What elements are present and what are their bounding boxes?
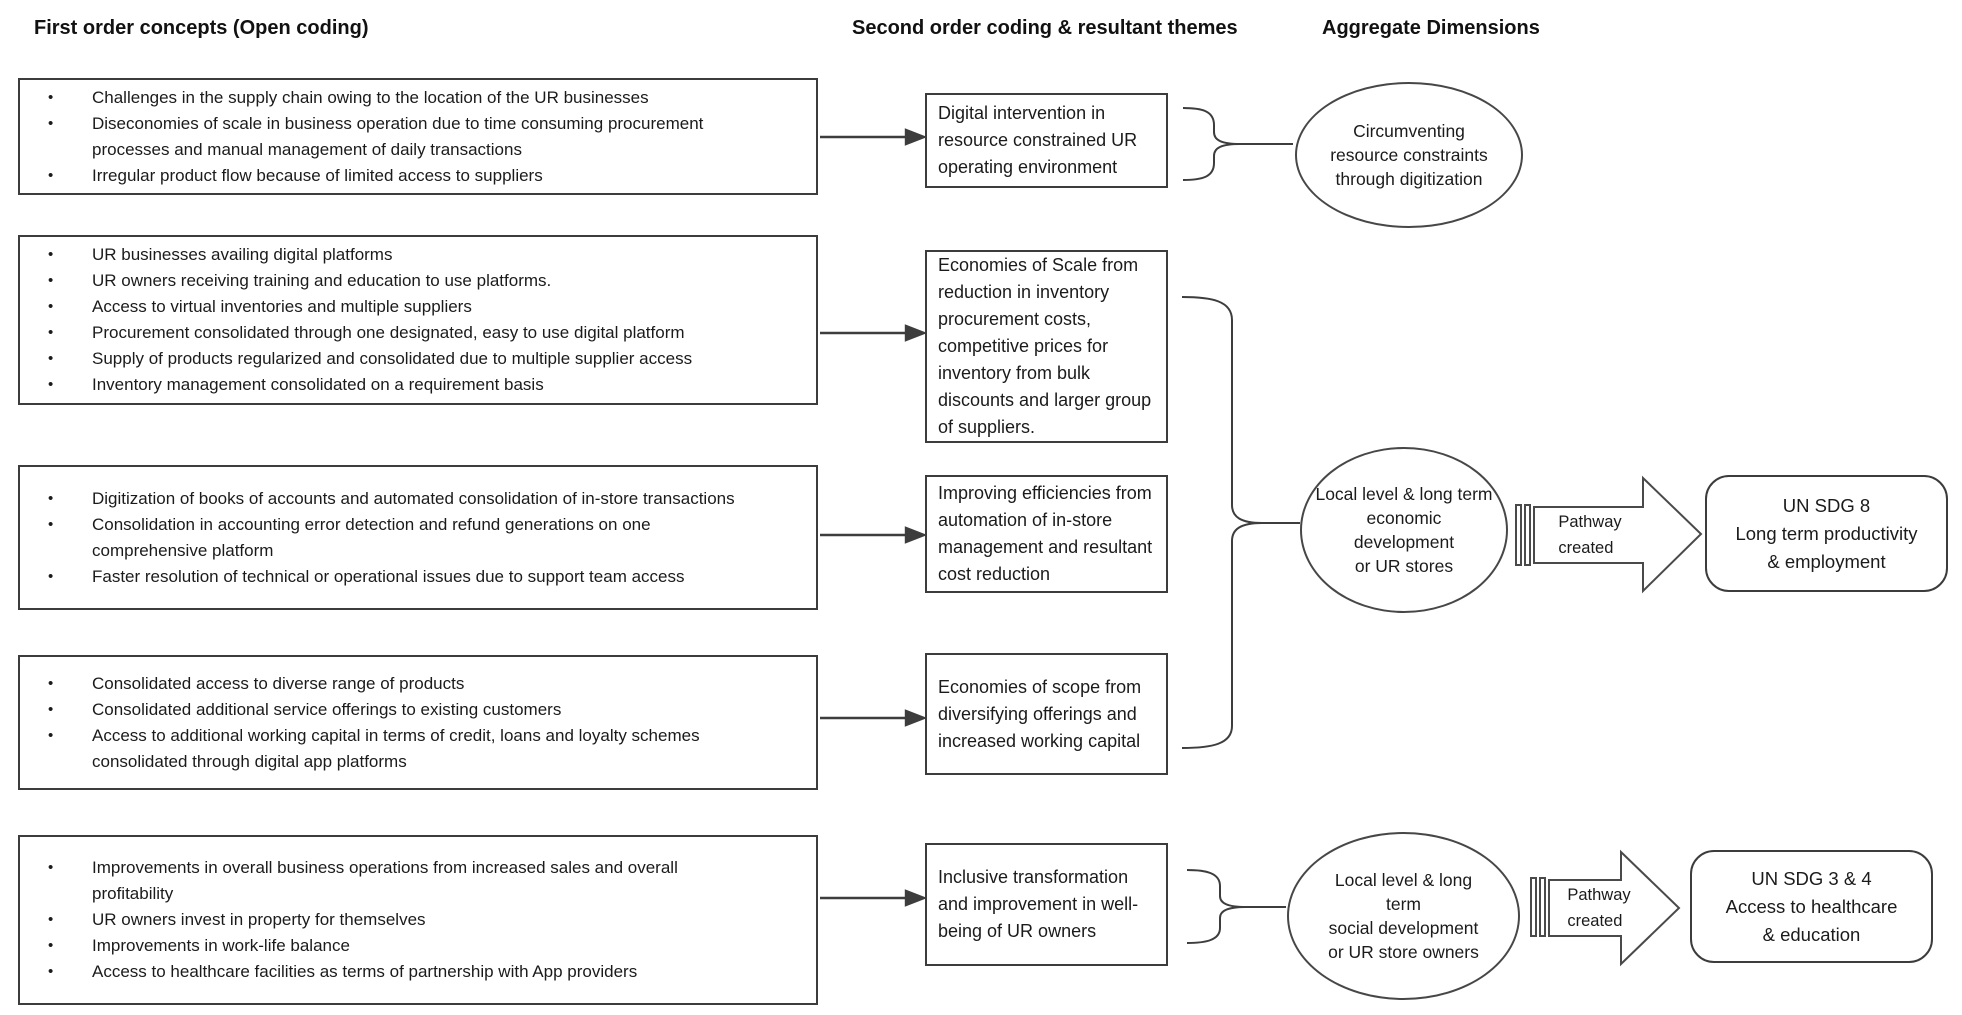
column-header-aggregate: Aggregate Dimensions (1322, 17, 1540, 39)
bullet-item: Supply of products regularized and conso… (20, 346, 816, 372)
bullet-list: Digitization of books of accounts and au… (20, 486, 816, 590)
arrow-row-4 (820, 709, 928, 727)
second-order-theme-box-1: Digital intervention in resource constra… (925, 93, 1168, 188)
theme-text: Inclusive transformation and improvement… (938, 867, 1139, 941)
aggregate-ellipse-1: Circumventing resource constraints throu… (1295, 82, 1523, 228)
pathway-label-sdg8: Pathway created (1558, 513, 1622, 557)
theme-text: Economies of scope from diversifying off… (938, 676, 1142, 751)
arrow-row-1 (820, 128, 928, 146)
pathway-bars-sdg8 (1515, 504, 1522, 566)
braces (1181, 107, 1300, 944)
bullet-item: Digitization of books of accounts and au… (20, 486, 816, 512)
bullet-list: UR businesses availing digital platforms… (20, 242, 816, 398)
bullet-item: UR businesses availing digital platforms (20, 242, 816, 268)
bullet-item: Consolidated additional service offering… (20, 697, 816, 723)
first-order-box-3: Digitization of books of accounts and au… (18, 465, 818, 610)
bullet-item: Faster resolution of technical or operat… (20, 564, 816, 590)
bullet-item: Procurement consolidated through one des… (20, 320, 816, 346)
pathway-bar (1524, 504, 1531, 566)
first-to-second-arrows (820, 128, 928, 907)
bullet-item: UR owners receiving training and educati… (20, 268, 816, 294)
arrow-row-3 (820, 526, 928, 544)
pathway-label-sdg34: Pathway created (1567, 886, 1631, 930)
arrow-row-5 (820, 889, 928, 907)
bullet-item: UR owners invest in property for themsel… (20, 907, 816, 933)
column-header-second-order: Second order coding & resultant themes (852, 17, 1238, 39)
bullet-item: Inventory management consolidated on a r… (20, 372, 816, 398)
pathway-bar (1539, 877, 1546, 937)
bullet-list: Improvements in overall business operati… (20, 855, 816, 985)
brace-rows-2-4 (1181, 296, 1263, 749)
pathway-bars-sdg34 (1530, 877, 1537, 937)
arrow-row-2 (820, 324, 928, 342)
brace-row-5 (1186, 869, 1247, 944)
bullet-item: Consolidation in accounting error detect… (20, 512, 816, 564)
second-order-theme-box-3: Improving efficiencies from automation o… (925, 475, 1168, 593)
theme-text: Economies of Scale from reduction in inv… (938, 255, 1152, 437)
first-order-box-1: Challenges in the supply chain owing to … (18, 78, 818, 195)
second-order-theme-box-5: Inclusive transformation and improvement… (925, 843, 1168, 966)
sdg34-box: UN SDG 3 & 4 Access to healthcare & educ… (1690, 850, 1933, 963)
bullet-item: Access to healthcare facilities as terms… (20, 959, 816, 985)
theme-text: Improving efficiencies from automation o… (938, 483, 1153, 584)
aggregate-ellipse-2: Local level & long term economic develop… (1300, 447, 1508, 613)
sdg8-box: UN SDG 8 Long term productivity & employ… (1705, 475, 1948, 592)
bullet-item: Challenges in the supply chain owing to … (20, 85, 816, 111)
second-order-theme-box-2: Economies of Scale from reduction in inv… (925, 250, 1168, 443)
bullet-item: Consolidated access to diverse range of … (20, 671, 816, 697)
theme-text: Digital intervention in resource constra… (938, 103, 1138, 177)
bullet-item: Improvements in overall business operati… (20, 855, 816, 907)
bullet-item: Diseconomies of scale in business operat… (20, 111, 816, 163)
bullet-list: Challenges in the supply chain owing to … (20, 85, 816, 189)
bullet-item: Access to virtual inventories and multip… (20, 294, 816, 320)
first-order-box-4: Consolidated access to diverse range of … (18, 655, 818, 790)
first-order-box-5: Improvements in overall business operati… (18, 835, 818, 1005)
bullet-item: Improvements in work-life balance (20, 933, 816, 959)
second-order-theme-box-4: Economies of scope from diversifying off… (925, 653, 1168, 775)
column-header-first-order: First order concepts (Open coding) (34, 17, 369, 39)
first-order-box-2: UR businesses availing digital platforms… (18, 235, 818, 405)
bullet-item: Irregular product flow because of limite… (20, 163, 816, 189)
bullet-list: Consolidated access to diverse range of … (20, 671, 816, 775)
bullet-item: Access to additional working capital in … (20, 723, 816, 775)
brace-row-1 (1182, 107, 1241, 181)
aggregate-ellipse-3: Local level & long term social developme… (1287, 832, 1520, 1000)
